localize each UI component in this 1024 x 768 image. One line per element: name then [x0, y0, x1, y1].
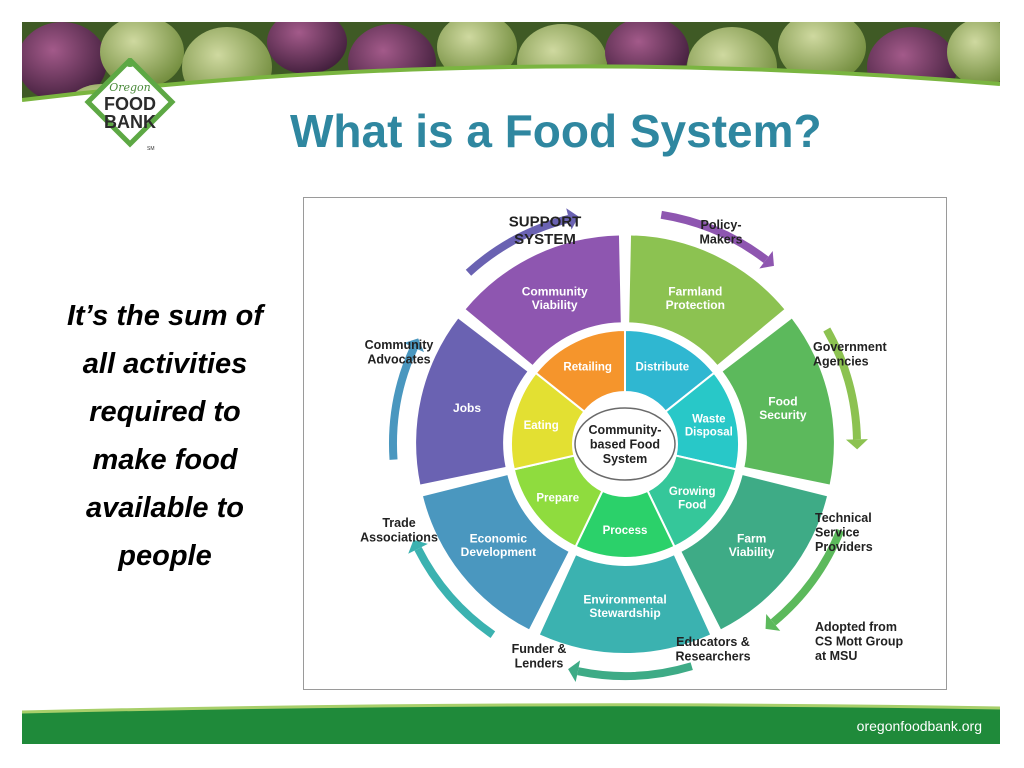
cycle-arrow	[770, 528, 845, 626]
support-actor-label: Associations	[360, 531, 438, 545]
center-hub-label: Community-	[589, 423, 662, 437]
support-actor-label: Technical	[815, 511, 872, 525]
cycle-arrowhead	[566, 208, 579, 230]
outer-segment	[539, 555, 711, 653]
outer-segment-label: Economic	[470, 531, 528, 545]
inner-segment-label: Prepare	[536, 493, 579, 505]
cycle-arrow	[414, 547, 496, 638]
inner-segment-label: Waste	[692, 413, 725, 425]
cycle-arrow	[660, 210, 769, 263]
outer-segment	[465, 235, 621, 365]
outer-segment-label: Food	[768, 394, 797, 408]
support-actor-label: Funder &	[512, 642, 567, 656]
inner-segment-label: Distribute	[635, 362, 689, 374]
inner-segment-label: Process	[603, 525, 648, 537]
source-credit: at MSU	[815, 649, 857, 663]
food-system-wheel: FarmlandProtectionFoodSecurityFarmViabil…	[360, 208, 904, 682]
cycle-arrow	[577, 662, 693, 680]
outer-segment-label: Viability	[532, 298, 578, 312]
cycle-arrowhead	[568, 660, 581, 682]
outer-segment-label: Jobs	[453, 401, 481, 415]
support-actor-label: Educators &	[676, 635, 750, 649]
svg-text:FOOD: FOOD	[104, 94, 156, 114]
inner-segment-label: Disposal	[685, 427, 733, 439]
support-system-title: SUPPORT	[509, 214, 582, 231]
footer-bar	[22, 703, 1000, 744]
oregon-food-bank-logo: Oregon FOOD BANK SM	[84, 58, 176, 152]
inner-segment-label: Growing	[669, 486, 716, 498]
definition-line: available to	[86, 492, 244, 524]
support-actor-label: Service	[815, 525, 860, 539]
produce-banner	[22, 22, 1000, 134]
svg-text:Oregon: Oregon	[109, 81, 151, 94]
support-actor-label: Agencies	[813, 355, 869, 369]
outer-segment-label: Security	[759, 408, 807, 422]
support-actor-label: Policy-	[701, 218, 742, 232]
cycle-arrow	[389, 345, 418, 460]
support-actor-label: Advocates	[367, 353, 430, 367]
outer-segment-label: Protection	[666, 298, 725, 312]
source-credit: CS Mott Group	[815, 634, 904, 648]
outer-segment-label: Viability	[729, 545, 775, 559]
svg-text:BANK: BANK	[104, 112, 156, 132]
definition-line: all activities	[82, 348, 248, 380]
outer-segment-label: Environmental	[583, 592, 666, 606]
definition-line: make food	[92, 444, 238, 476]
definition-text: It’s the sum of all activities required …	[40, 292, 290, 580]
outer-segment	[681, 475, 827, 630]
support-system-title: SYSTEM	[514, 231, 576, 248]
support-actor-label: Lenders	[515, 657, 564, 671]
outer-segment-label: Stewardship	[589, 606, 660, 620]
support-actor-label: Trade	[382, 516, 415, 530]
outer-segment-label: Farm	[737, 531, 766, 545]
cycle-arrowhead	[759, 251, 774, 269]
outer-segment-label: Farmland	[668, 284, 722, 298]
support-actor-label: Government	[813, 340, 887, 354]
outer-segment	[629, 235, 785, 365]
cycle-arrow	[823, 327, 861, 440]
outer-segment	[416, 318, 528, 485]
outer-segment	[722, 318, 834, 485]
inner-segment-label: Eating	[524, 420, 559, 432]
footer-url: oregonfoodbank.org	[856, 718, 982, 734]
center-hub-label: System	[603, 452, 647, 466]
slide-title: What is a Food System?	[290, 105, 822, 157]
svg-text:SM: SM	[147, 146, 155, 152]
inner-segment	[534, 328, 626, 413]
cycle-arrowhead	[765, 614, 781, 631]
outer-segment-label: Development	[461, 545, 536, 559]
source-credit: Adopted from	[815, 620, 897, 634]
cycle-arrow	[465, 215, 570, 276]
center-hub	[574, 407, 676, 481]
outer-segment	[423, 475, 569, 630]
center-hub-label: based Food	[590, 437, 660, 451]
cycle-arrowhead	[408, 539, 428, 554]
outer-segment-label: Community	[522, 284, 588, 298]
inner-segment-label: Food	[678, 499, 706, 511]
cycle-arrowhead	[845, 439, 868, 450]
cycle-arrowhead	[404, 338, 425, 353]
definition-line: required to	[89, 396, 241, 428]
support-actor-label: Makers	[699, 233, 742, 247]
support-actor-label: Community	[365, 338, 434, 352]
definition-line: It’s the sum of	[66, 300, 264, 332]
support-actor-label: Researchers	[675, 650, 750, 664]
support-actor-label: Providers	[815, 540, 873, 554]
definition-line: people	[118, 540, 212, 572]
inner-segment-label: Retailing	[563, 362, 612, 374]
